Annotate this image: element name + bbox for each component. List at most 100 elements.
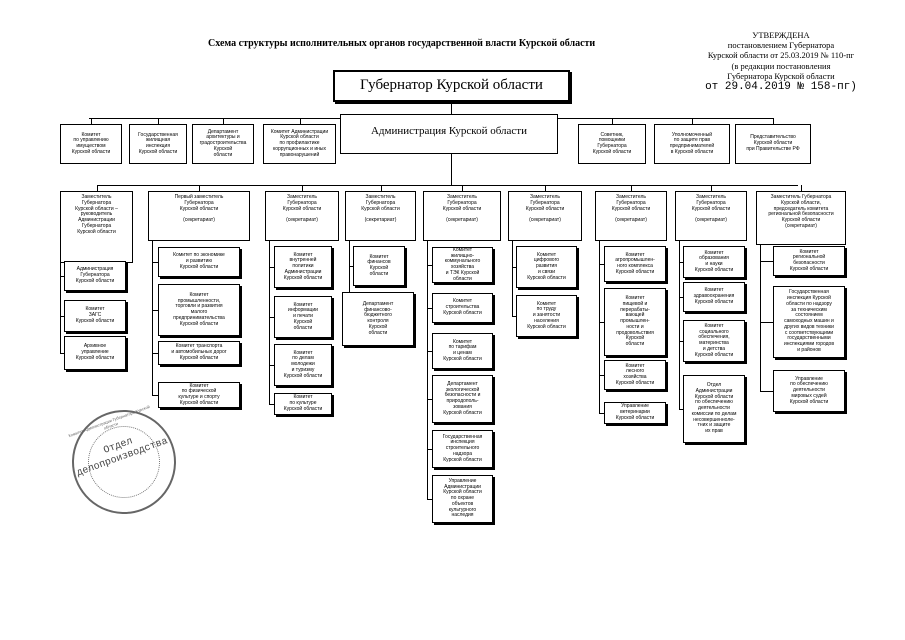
subordinate-unit-9-2: Государственная инспекция Курской област… [773,286,845,358]
item-connector [512,267,516,268]
top-left-connector [299,118,301,124]
item-connector [760,322,773,323]
item-connector [760,261,773,262]
top-right-unit-3: Представительство Курской области при Пр… [735,124,811,164]
deputy-box-9: Заместитель Губернатора Курской области,… [756,191,846,245]
deputy-spine-line [269,241,270,404]
subordinate-unit-2-1: Комитет по экономике и развитию Курской … [158,247,240,277]
deputy-spine-line [599,241,600,413]
deputy-spine-line [60,263,61,353]
subordinate-unit-5-6: Управление Администрации Курской области… [432,475,493,523]
top-left-unit-3: Департамент архитектуры и градостроитель… [192,124,254,164]
subordinate-unit-5-5: Государственная инспекция строительного … [432,430,493,468]
item-connector [427,308,432,309]
administration-to-deputies-line [451,154,452,185]
subordinate-unit-2-4: Комитет по физической культуре и спорту … [158,382,240,408]
top-right-connector [773,118,774,124]
deputy-box-1: Заместитель Губернатора Курской области … [60,191,133,263]
subordinate-unit-4-2: Департамент финансово- бюджетного контро… [342,292,414,346]
approval-line-4: (в редакции постановления [731,60,831,71]
item-connector [427,499,432,500]
item-connector [427,265,432,266]
approval-line-5: Губернатора Курской области [727,70,835,81]
subordinate-unit-5-3: Комитет по тарифам и ценам Курской облас… [432,333,493,369]
item-connector [60,353,64,354]
top-left-unit-2: Государственная жилищная инспекция Курск… [129,124,187,164]
subordinate-unit-3-3: Комитет по делам молодежи и туризму Курс… [274,344,332,386]
item-connector [152,262,158,263]
deputy-box-4: Заместитель Губернатора Курской области … [345,191,416,241]
subordinate-unit-5-4: Департамент экологической безопасности и… [432,375,493,423]
item-connector [599,264,604,265]
item-connector [269,317,274,318]
item-connector [349,266,353,267]
subordinate-unit-7-4: Управление ветеринарии Курской области [604,402,666,424]
deputy-connector [545,185,546,191]
approval-line-1: УТВЕРЖДЕНА [752,30,810,40]
item-connector [269,267,274,268]
subordinate-unit-1-3: Архивное управление Курской области [64,336,126,370]
deputy-spine-line [427,241,428,499]
subordinate-unit-8-3: Комитет социального обеспечения, материн… [683,320,745,362]
subordinate-unit-8-2: Комитет здравоохранения Курской области [683,282,745,312]
item-connector [679,262,683,263]
subordinate-unit-6-1: Комитет цифрового развития и связи Курск… [516,246,577,288]
item-connector [760,391,773,392]
item-connector [599,375,604,376]
top-right-bus [558,118,773,119]
top-right-unit-2: Уполномоченный по защите прав предприним… [654,124,730,164]
item-connector [679,409,683,410]
top-left-connector [223,118,224,124]
deputy-connector [381,185,382,191]
item-connector [512,316,516,317]
top-right-connector [612,118,613,124]
subordinate-unit-8-1: Комитет образования и науки Курской обла… [683,246,745,278]
subordinate-unit-3-1: Комитет внутренней политики Администраци… [274,246,332,288]
subordinate-unit-9-3: Управление по обеспечению деятельности м… [773,370,845,412]
item-connector [269,404,274,405]
deputy-spine-line [349,241,350,319]
administration-box: Администрация Курской области [340,114,558,154]
subordinate-unit-7-1: Комитет агропромышлен- ного комплекса Ку… [604,246,666,282]
item-connector [427,399,432,400]
subordinate-unit-1-1: Администрация Губернатора Курской област… [64,261,126,291]
subordinate-unit-5-1: Комитет жилищно- коммунального хозяйства… [432,247,493,283]
top-right-unit-1: Советник, помощники Губернатора Курской … [578,124,646,164]
item-connector [679,341,683,342]
subordinate-unit-5-2: Комитет строительства Курской области [432,293,493,323]
deputy-connector [97,185,98,191]
office-stamp: Комитет Администрации Губернатора Курско… [57,395,191,529]
top-left-connector [158,118,159,124]
deputy-spine-line [679,241,680,409]
top-left-unit-1: Комитет по управлению имуществом Курской… [60,124,122,164]
subordinate-unit-2-3: Комитет транспорта и автомобильных дорог… [158,341,240,365]
deputy-connector [801,185,802,191]
approval-line-3: Курской области от 25.03.2019 № 110-пг [707,50,855,61]
subordinate-unit-8-4: Отдел Администрации Курской области по о… [683,375,745,443]
subordinate-unit-3-4: Комитет по культуре Курской области [274,393,332,415]
deputy-connector [631,185,632,191]
deputy-spine-line [152,241,153,395]
subordinate-unit-3-2: Комитет информации и печати Курской обла… [274,296,332,338]
item-connector [60,276,64,277]
subordinate-unit-7-3: Комитет лесного хозяйства Курской област… [604,360,666,390]
deputy-connector [199,185,200,191]
subordinate-unit-6-2: Комитет по труду и занятости населения К… [516,295,577,337]
governor-to-administration-line [451,102,452,114]
item-connector [679,297,683,298]
subordinate-unit-7-2: Комитет пищевой и перерабаты- вающей про… [604,288,666,356]
deputy-box-5: Заместитель Губернатора Курской области … [423,191,501,241]
approval-block: УТВЕРЖДЕНА постановлением Губернатора Ку… [666,30,896,94]
item-connector [599,413,604,414]
item-connector [152,353,158,354]
item-connector [427,351,432,352]
item-connector [599,322,604,323]
approval-line-2: постановлением Губернатора [727,40,835,51]
subordinate-unit-4-1: Комитет финансов Курской области [353,246,405,286]
deputy-connector [711,185,712,191]
item-connector [152,395,158,396]
item-connector [60,316,64,317]
deputy-box-2: Первый заместитель Губернатора Курской о… [148,191,250,241]
top-left-connector [91,118,92,124]
deputy-spine-line [760,245,761,391]
